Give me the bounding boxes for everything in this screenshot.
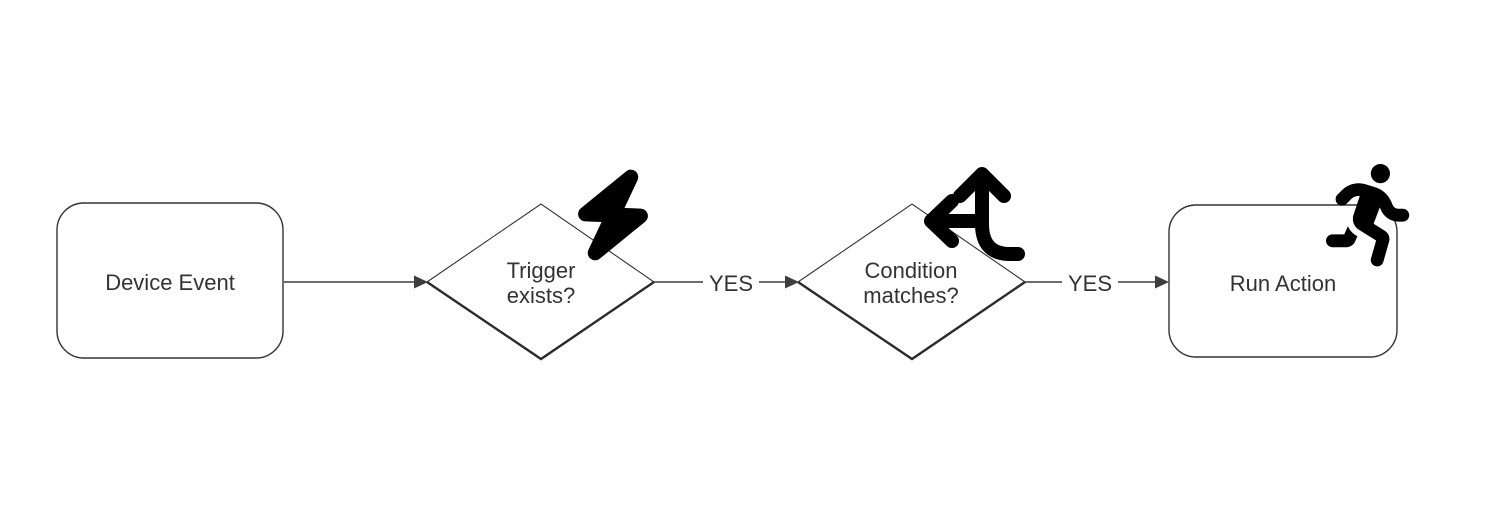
node-label-line2: matches? — [863, 283, 958, 308]
edge-label-yes: YES — [1068, 271, 1112, 296]
node-run-action: Run Action — [1168, 164, 1410, 358]
diamond-border-bottom — [426, 281, 655, 361]
node-label: Run Action — [1230, 271, 1336, 296]
node-label: Device Event — [105, 270, 235, 295]
arrows-split-up-and-left-icon — [924, 167, 1025, 261]
node-label-line1: Condition — [865, 258, 958, 283]
diamond-border-bottom — [797, 281, 1026, 361]
node-label-line2: exists? — [507, 283, 575, 308]
diamond-border-top — [426, 203, 655, 283]
person-running-icon — [1326, 164, 1410, 267]
arrowhead-icon — [1155, 275, 1169, 289]
edge-label-yes: YES — [709, 271, 753, 296]
diamond-border-top — [797, 203, 1026, 283]
node-device-event: Device Event — [56, 202, 284, 359]
device-event-box — [56, 202, 284, 359]
arrowhead-icon — [785, 275, 799, 289]
edge-device-to-trigger — [284, 275, 428, 289]
bolt-icon — [578, 169, 648, 261]
node-condition-matches: Condition matches? — [797, 167, 1026, 361]
arrowhead-icon — [414, 275, 428, 289]
edge-trigger-to-condition: YES — [654, 271, 799, 296]
edge-condition-to-action: YES — [1025, 271, 1169, 296]
node-label-line1: Trigger — [507, 258, 576, 283]
node-trigger-exists: Trigger exists? — [426, 169, 655, 361]
